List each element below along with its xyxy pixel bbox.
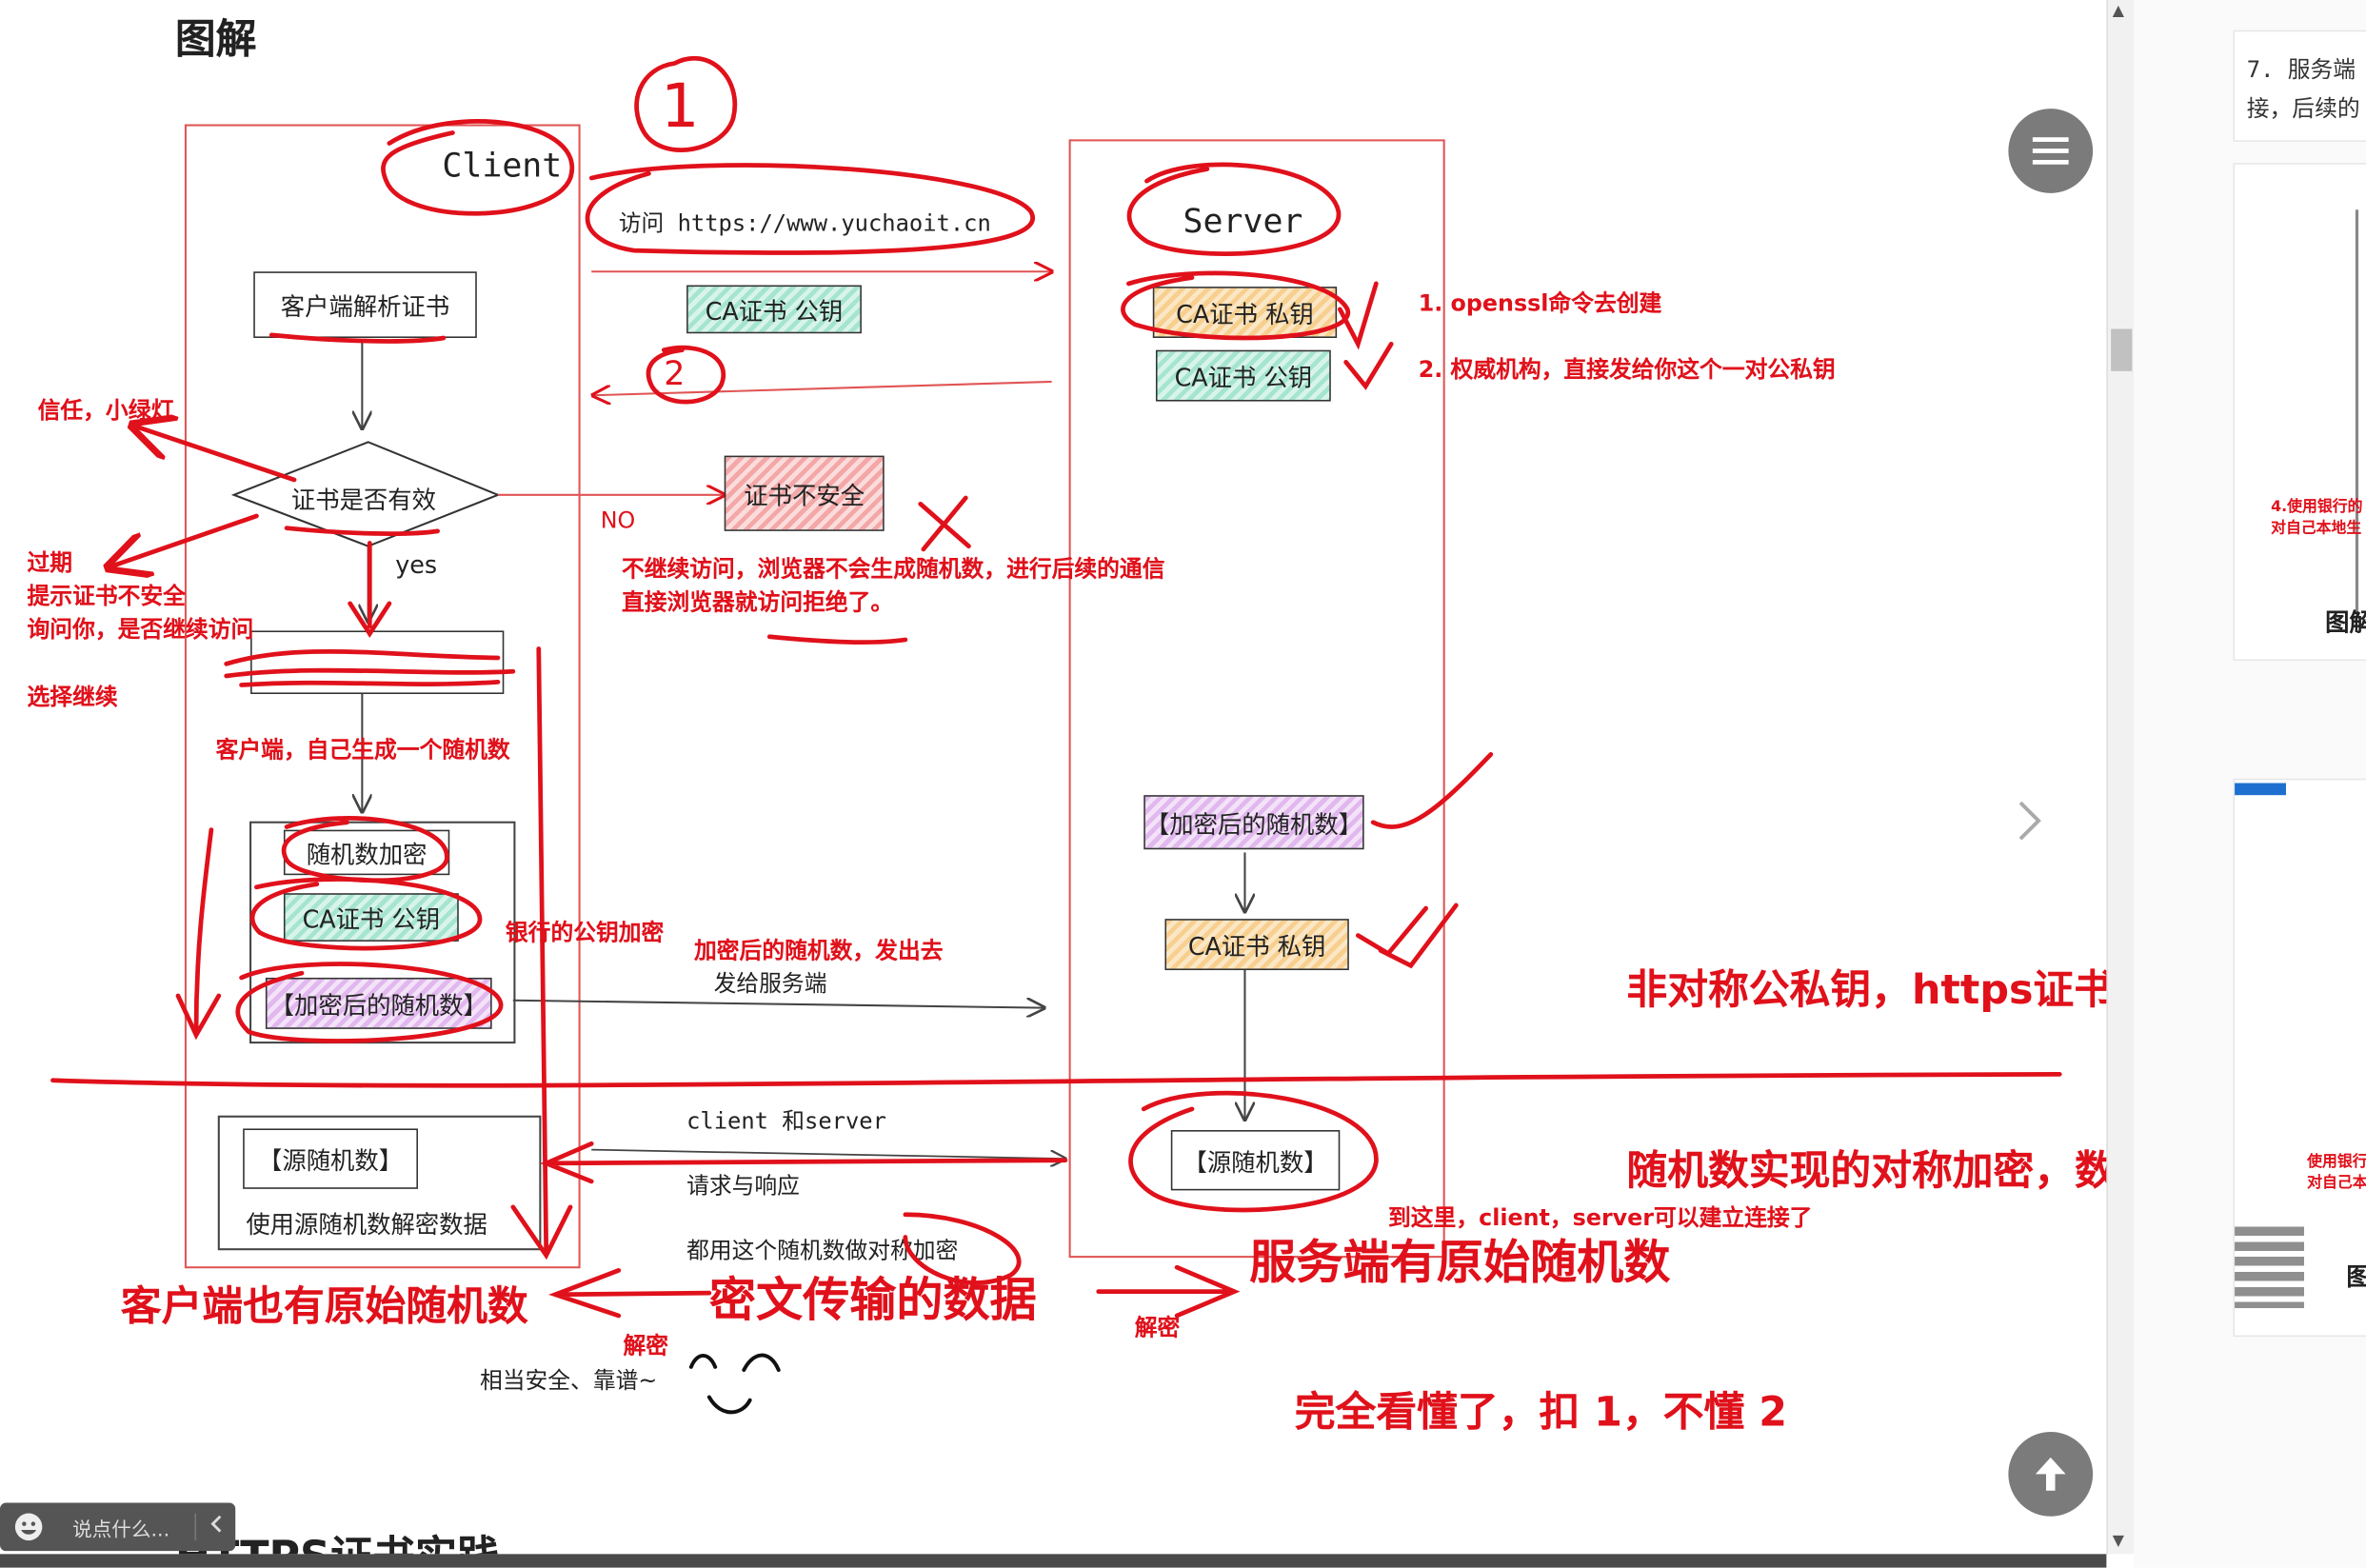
note-asymmetric: 非对称公私钥，https证书 <box>1626 966 2115 1014</box>
server-ca-priv2-box: CA证书 私钥 <box>1164 919 1349 971</box>
menu-button[interactable] <box>2008 109 2094 193</box>
client-server-label: client 和server <box>686 1107 886 1135</box>
side-panel: 7. 服务端 接，后续的 4.使用银行的 对自己本地生 图解 使用银行 对自己本… <box>2133 0 2366 1568</box>
mid-ca-pub-box: CA证书 公钥 <box>686 285 862 334</box>
step-one-number: 1 <box>661 72 700 142</box>
side-small-3: 使用银行 <box>2307 1154 2366 1171</box>
side-thumb-1[interactable]: 4.使用银行的 对自己本地生 图解 <box>2233 163 2366 662</box>
note-hint-unsafe: 提示证书不安全 <box>27 582 186 610</box>
client-source-rand-box: 【源随机数】 <box>243 1128 418 1189</box>
menu-icon <box>2032 137 2069 165</box>
smile-icon <box>688 1353 781 1415</box>
client-encrypted-rand-box: 【加密后的随机数】 <box>265 977 492 1029</box>
cert-unsafe-box: 证书不安全 <box>724 455 885 531</box>
note-understand: 完全看懂了，扣 1，不懂 2 <box>1294 1389 1787 1437</box>
note-client-has: 客户端也有原始随机数 <box>120 1283 528 1331</box>
safe-note: 相当安全、靠谱~ <box>479 1366 658 1395</box>
note-reject: 直接浏览器就访问拒绝了。 <box>621 588 894 616</box>
server-source-rand-box: 【源随机数】 <box>1170 1130 1341 1191</box>
server-ca-priv-box: CA证书 私钥 <box>1152 287 1338 338</box>
note-bank-pub: 银行的公钥加密 <box>505 919 665 946</box>
collapse-chat-button[interactable] <box>194 1513 223 1541</box>
visit-label: 访问 https://www.yuchaoit.cn <box>618 209 991 237</box>
scroll-top-button[interactable] <box>2008 1431 2094 1517</box>
emoji-icon <box>14 1513 43 1541</box>
note-cipher: 密文传输的数据 <box>708 1273 1037 1328</box>
decrypt-data-label: 使用源随机数解密数据 <box>246 1210 487 1240</box>
bottom-strip <box>0 1554 2107 1568</box>
yes-label: yes <box>395 550 438 580</box>
scrollbar[interactable]: ▲ ▼ <box>2106 0 2136 1555</box>
side-thumb-2[interactable]: 使用银行 对自己本地 图 <box>2233 778 2366 1338</box>
comment-input[interactable]: 说点什么... <box>72 1518 170 1541</box>
next-section-heading: HTTPS证书实践 <box>175 1527 500 1555</box>
step-two-number: 2 <box>664 356 686 394</box>
note-server-has: 服务端有原始随机数 <box>1249 1235 1671 1291</box>
chevron-left-icon <box>210 1515 222 1533</box>
note-expired: 过期 <box>27 548 73 577</box>
side-title-2: 图 <box>2346 1257 2366 1293</box>
note-ask: 询问你，是否继续访问 <box>27 615 254 644</box>
side-text-1: 7. 服务端 <box>2246 55 2356 84</box>
server-ca-pub-box: CA证书 公钥 <box>1155 349 1331 402</box>
send-to-server-label: 发给服务端 <box>713 970 827 998</box>
next-image-button[interactable] <box>2015 797 2045 851</box>
note-no-continue: 不继续访问，浏览器不会生成随机数，进行后续的通信 <box>621 555 1165 583</box>
client-title: Client <box>442 148 563 186</box>
chevron-right-icon <box>2018 801 2041 841</box>
note-authority: 2. 权威机构，直接发给你这个一对公私钥 <box>1418 356 1836 384</box>
scrollbar-thumb[interactable] <box>2111 328 2133 371</box>
note-decrypt-right: 解密 <box>1134 1314 1181 1341</box>
note-openssl: 1. openssl命令去创建 <box>1418 289 1662 317</box>
client-ca-pub-box: CA证书 公钥 <box>283 893 459 942</box>
arrow-up-icon <box>2035 1457 2066 1491</box>
note-encrypted-send: 加密后的随机数，发出去 <box>694 937 944 964</box>
side-text-2: 接，后续的 <box>2246 94 2360 123</box>
note-decrypt-left: 解密 <box>623 1332 669 1360</box>
rand-encrypt-box: 随机数加密 <box>283 829 450 876</box>
side-small-1: 4.使用银行的 <box>2271 499 2363 517</box>
side-code-card: 7. 服务端 接，后续的 <box>2233 30 2366 142</box>
parse-cert-box: 客户端解析证书 <box>253 271 477 338</box>
side-small-2: 对自己本地生 <box>2271 520 2362 538</box>
server-title: Server <box>1183 203 1303 242</box>
note-trust: 信任，小绿灯 <box>37 396 174 425</box>
server-encrypted-rand-box: 【加密后的随机数】 <box>1143 795 1364 850</box>
no-label: NO <box>600 506 636 535</box>
symmetric-label: 都用这个随机数做对称加密 <box>686 1237 959 1265</box>
comment-bar[interactable]: 说点什么... <box>0 1502 236 1552</box>
note-connected: 到这里，client，server可以建立连接了 <box>1388 1203 1813 1232</box>
cert-valid-label: 证书是否有效 <box>290 486 437 515</box>
note-choose: 选择继续 <box>27 683 118 711</box>
req-resp-label: 请求与响应 <box>686 1172 800 1200</box>
side-title: 图解 <box>2325 607 2366 637</box>
page-title: 图解 <box>174 16 257 64</box>
annotation-strokes <box>50 55 2062 1415</box>
note-client-gen: 客户端，自己生成一个随机数 <box>215 736 510 764</box>
side-small-4: 对自己本地 <box>2307 1175 2366 1192</box>
